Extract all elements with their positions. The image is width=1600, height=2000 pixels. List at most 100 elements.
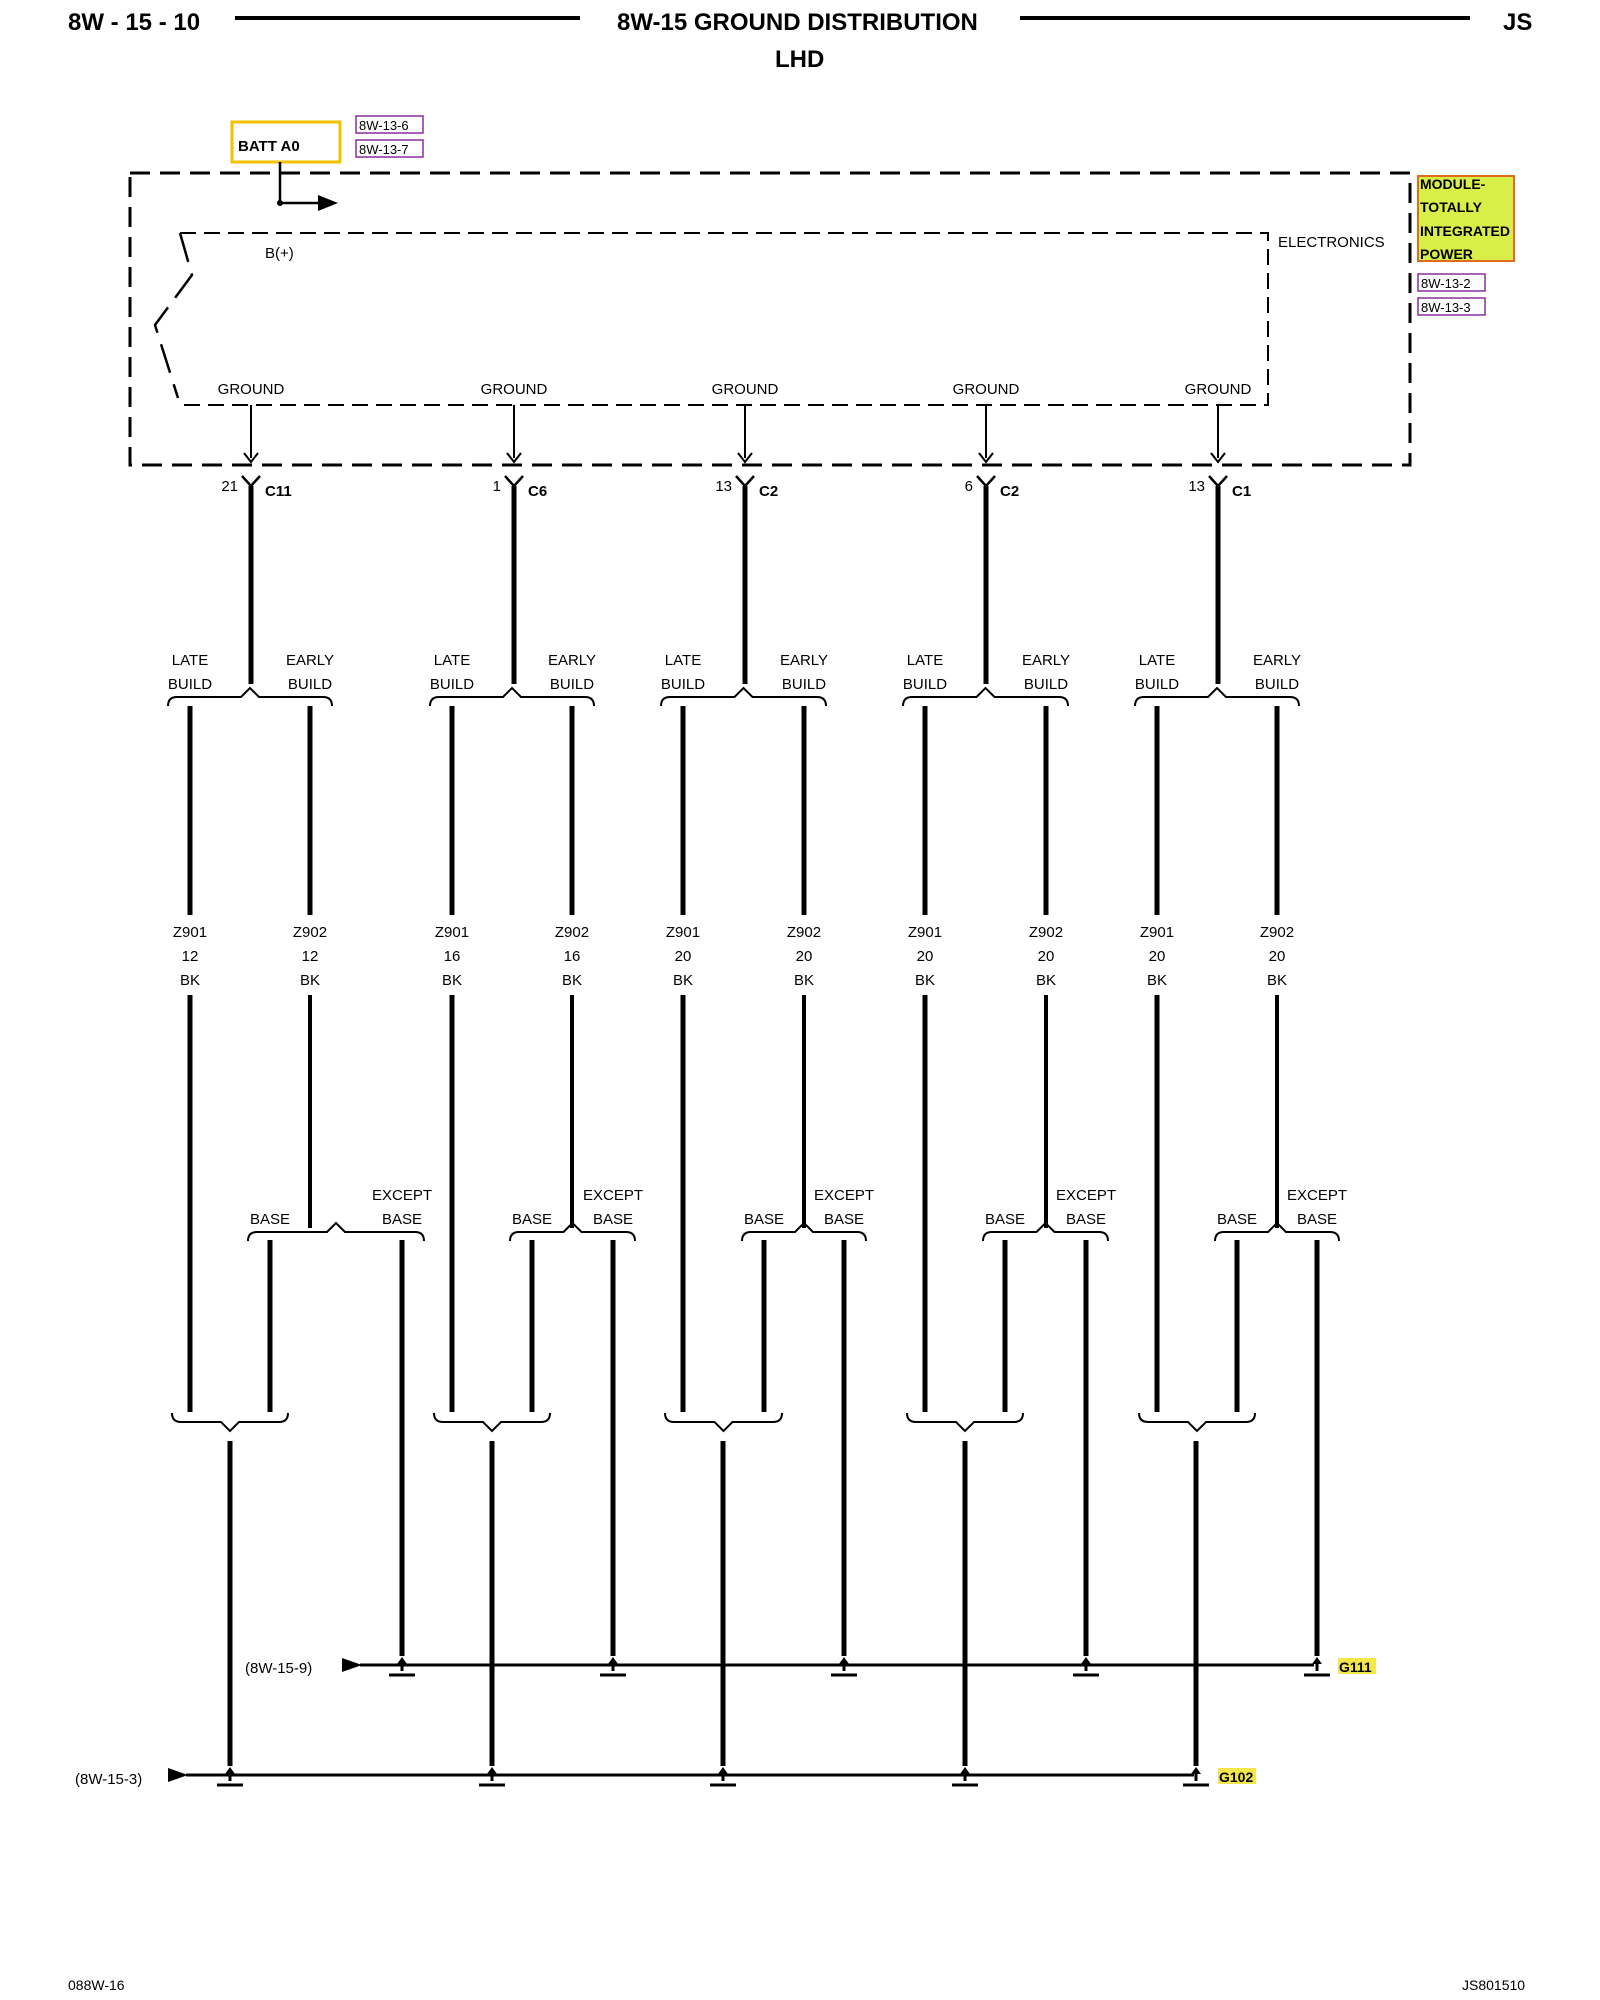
circuit-3-late-wire-code: Z901 (666, 924, 700, 941)
circuit-1-early-wire-color: BK (300, 972, 320, 989)
circuit-3-connector: C2 (759, 483, 778, 500)
circuit-2-late-wire-code: Z901 (435, 924, 469, 941)
circuit-4-pin-number: 6 (965, 478, 973, 495)
circuit-3-ground-label: GROUND (712, 381, 779, 398)
circuit-2-early-label-2: BUILD (550, 676, 594, 693)
fuse-ref-box-2 (355, 139, 424, 158)
module-name-line-3: INTEGRATED (1420, 223, 1510, 239)
circuit-2-except-label: EXCEPT (583, 1187, 643, 1204)
circuit-1-ground-arrow (243, 452, 259, 464)
circuit-4-late-wire-gauge: 20 (917, 948, 934, 965)
circuit-4-join-brace (906, 1412, 1024, 1433)
circuit-4-build-brace (902, 686, 1069, 707)
circuit-5-late-wire-color: BK (1147, 972, 1167, 989)
circuit-2-g102-terminal-marker (487, 1767, 497, 1774)
footer-right: JS801510 (1462, 1977, 1526, 1993)
circuit-2-except-label-2: BASE (593, 1211, 633, 1228)
g111-ref-arrow (342, 1658, 362, 1672)
circuit-1-base-label: BASE (250, 1211, 290, 1228)
g102-ref-arrow (168, 1768, 188, 1782)
electronics-break-mark (153, 232, 194, 399)
fuse-label: BATT A0 (238, 138, 300, 155)
circuit-2-late-wire-color: BK (442, 972, 462, 989)
circuit-2-g111-terminal-marker (608, 1657, 618, 1664)
g111-label[interactable]: G111 (1339, 1659, 1372, 1675)
circuit-5-late-wire-gauge: 20 (1149, 948, 1166, 965)
circuit-1-except-label: EXCEPT (372, 1187, 432, 1204)
circuit-2-ground-label: GROUND (481, 381, 548, 398)
circuit-1-base-brace (247, 1221, 425, 1242)
circuit-4-g111-terminal-marker (1081, 1657, 1091, 1664)
circuit-3-g102-terminal-marker (718, 1767, 728, 1774)
circuit-5-g102-terminal-marker (1191, 1767, 1201, 1774)
circuit-4-early-label-2: BUILD (1024, 676, 1068, 693)
circuit-5-pin-number: 13 (1188, 478, 1205, 495)
circuit-1-late-wire-gauge: 12 (182, 948, 199, 965)
circuit-4-early-label: EARLY (1022, 652, 1070, 669)
g111-ref[interactable]: (8W-15-9) (245, 1660, 312, 1677)
fuse-box (230, 120, 342, 164)
electronics-label: ELECTRONICS (1278, 234, 1385, 251)
circuit-2-base-brace (509, 1221, 636, 1242)
circuit-5-connector-symbol (1208, 475, 1228, 488)
circuit-5-g111-terminal-marker (1312, 1657, 1322, 1664)
g102-ref[interactable]: (8W-15-3) (75, 1771, 142, 1788)
module-name-line-1: MODULE- (1420, 176, 1486, 192)
circuit-4-late-wire-color: BK (915, 972, 935, 989)
circuit-2-join-brace (433, 1412, 551, 1433)
circuit-1-early-label-2: BUILD (288, 676, 332, 693)
circuit-5-base-label: BASE (1217, 1211, 1257, 1228)
circuit-3-except-label-2: BASE (824, 1211, 864, 1228)
circuit-2-late-wire-gauge: 16 (444, 948, 461, 965)
circuit-1-pin-number: 21 (221, 478, 238, 495)
circuit-5-late-label: LATE (1139, 652, 1175, 669)
circuit-3-late-wire-color: BK (673, 972, 693, 989)
circuit-4-connector: C2 (1000, 483, 1019, 500)
circuit-3-connector-symbol (735, 475, 755, 488)
circuit-2-early-wire-gauge: 16 (564, 948, 581, 965)
circuit-2-early-wire-color: BK (562, 972, 582, 989)
battery-feed-arrow (318, 195, 338, 211)
circuit-5-ground-arrow (1210, 452, 1226, 464)
circuit-1-early-label: EARLY (286, 652, 334, 669)
circuit-2-pin-number: 1 (493, 478, 501, 495)
g102-tag (1218, 1768, 1256, 1784)
circuit-1-g111-terminal-marker (397, 1657, 407, 1664)
circuit-5-connector: C1 (1232, 483, 1251, 500)
module-name-box (1418, 176, 1514, 261)
circuit-3-early-label-2: BUILD (782, 676, 826, 693)
fuse-ref-2[interactable]: 8W-13-7 (359, 142, 409, 157)
circuit-5-except-label-2: BASE (1297, 1211, 1337, 1228)
circuit-3-early-wire-code: Z902 (787, 924, 821, 941)
fuse-ref-box-1 (355, 115, 424, 134)
power-label: B(+) (265, 245, 294, 262)
circuit-3-join-brace (664, 1412, 783, 1433)
circuit-1-g102-terminal-marker (225, 1767, 235, 1774)
module-name-line-4: POWER (1420, 246, 1473, 262)
circuit-1-early-wire-gauge: 12 (302, 948, 319, 965)
circuit-5-late-label-2: BUILD (1135, 676, 1179, 693)
page-title: 8W-15 GROUND DISTRIBUTION (617, 9, 978, 36)
fuse-ref-1[interactable]: 8W-13-6 (359, 118, 409, 133)
module-boundary (128, 171, 1412, 467)
g102-label[interactable]: G102 (1219, 1769, 1253, 1785)
circuit-3-except-label: EXCEPT (814, 1187, 874, 1204)
model-code: JS (1503, 9, 1533, 36)
module-ref-2[interactable]: 8W-13-3 (1421, 300, 1471, 315)
circuit-3-ground-arrow (737, 452, 753, 464)
circuit-5-early-wire-code: Z902 (1260, 924, 1294, 941)
footer-left: 088W-16 (68, 1977, 125, 1993)
module-ref-1[interactable]: 8W-13-2 (1421, 276, 1471, 291)
circuit-2-base-label: BASE (512, 1211, 552, 1228)
circuit-3-early-label: EARLY (780, 652, 828, 669)
circuit-5-build-brace (1134, 686, 1300, 707)
circuit-2-early-label: EARLY (548, 652, 596, 669)
circuit-2-ground-arrow (506, 452, 522, 464)
circuit-2-late-label-2: BUILD (430, 676, 474, 693)
page-subtitle: LHD (775, 46, 825, 73)
circuit-2-connector: C6 (528, 483, 547, 500)
module-ref-box-1 (1417, 273, 1486, 292)
circuit-4-ground-arrow (978, 452, 994, 464)
g111-tag (1338, 1658, 1376, 1674)
